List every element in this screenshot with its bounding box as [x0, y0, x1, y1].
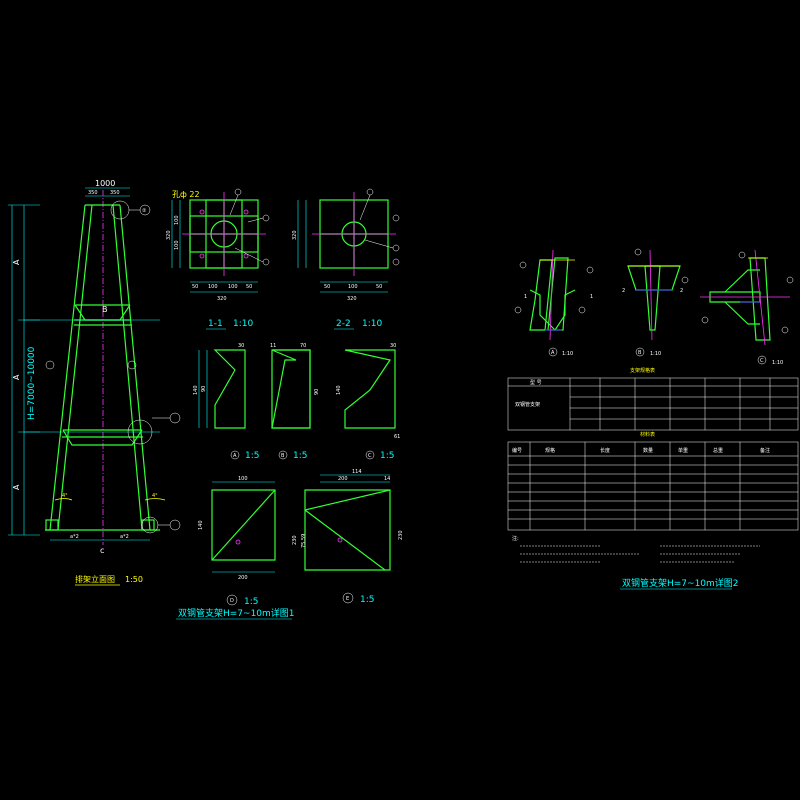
spec-table-title: 支架规格表: [630, 367, 655, 374]
mat-col-0: 编号: [512, 447, 522, 454]
svg-text:230: 230: [292, 535, 298, 545]
svg-text:A: A: [551, 350, 555, 356]
sec1-dim-1: 100: [208, 284, 218, 290]
svg-text:4°: 4°: [62, 493, 68, 499]
svg-text:140: 140: [198, 520, 204, 530]
svg-text:320: 320: [292, 230, 298, 240]
mat-col-1: 规格: [545, 447, 555, 454]
left-sheet-title: 双钢管支架H=7~10m详图1: [178, 607, 295, 619]
spec-table: 支架规格表 型 号 双钢管支架: [507, 367, 799, 431]
spec-table-col0: 型 号: [530, 379, 542, 386]
material-table: 材料表 编号 规格 长度 数量 单重 总重 备注: [507, 431, 799, 531]
sec1-dim-0: 50: [192, 284, 198, 290]
node-a-scale: 1:10: [562, 351, 573, 357]
svg-text:75.59: 75.59: [301, 534, 307, 548]
svg-text:B: B: [281, 453, 285, 459]
svg-text:2: 2: [680, 288, 683, 294]
sec2-dim-1: 100: [348, 284, 358, 290]
svg-text:②: ②: [142, 208, 147, 214]
sec2-dim-0: 50: [324, 284, 330, 290]
svg-text:11: 11: [270, 343, 276, 349]
detail-e-width: 114: [352, 469, 362, 475]
svg-text:90: 90: [314, 389, 320, 395]
svg-text:a*2: a*2: [70, 534, 79, 540]
mat-col-2: 长度: [600, 447, 610, 454]
svg-text:61: 61: [394, 434, 400, 440]
sec1-scale: 1:10: [233, 319, 253, 329]
detail-a-scale: 1:5: [245, 451, 259, 461]
svg-text:140: 140: [336, 385, 342, 395]
svg-text:A: A: [12, 484, 21, 490]
svg-text:30: 30: [390, 343, 396, 349]
svg-text:B: B: [638, 350, 642, 356]
detail-c-scale: 1:5: [380, 451, 394, 461]
detail-b-scale: 1:5: [293, 451, 307, 461]
mat-col-6: 备注: [760, 447, 770, 454]
detail-e-base: 200: [338, 476, 348, 482]
svg-text:A: A: [12, 374, 21, 380]
detail-plates-row1: 140 90 30 A 1:5 11 70 90 B 1:5 30 140 61…: [193, 343, 400, 461]
notes: 注:: [512, 535, 760, 563]
svg-text:D: D: [230, 598, 234, 604]
elevation-view: 1000 350 350 H=7000~10000 A A A a*2: [8, 179, 181, 586]
node-details: 1 1 A 1:10 2 2 B 1:10 C 1:10: [514, 248, 794, 366]
svg-text:14: 14: [384, 476, 390, 482]
svg-text:70: 70: [300, 343, 306, 349]
mat-col-3: 数量: [643, 447, 653, 454]
detail-d-scale: 1:5: [244, 597, 258, 607]
sec2-scale: 1:10: [362, 319, 382, 329]
svg-text:1: 1: [524, 294, 527, 300]
svg-text:140: 140: [193, 385, 199, 395]
svg-text:a*2: a*2: [120, 534, 129, 540]
svg-text:E: E: [346, 596, 349, 602]
sec1-dim-3: 50: [246, 284, 252, 290]
top-width-dim: 1000: [95, 179, 115, 188]
svg-text:A: A: [12, 259, 21, 265]
svg-text:A: A: [233, 453, 237, 459]
sec1-title: 1-1: [208, 319, 223, 329]
detail-d-width: 100: [238, 476, 248, 482]
mat-col-4: 单重: [678, 447, 688, 454]
svg-text:4°: 4°: [152, 493, 158, 499]
svg-text:350: 350: [110, 190, 120, 196]
sec2-title: 2-2: [336, 319, 351, 329]
svg-text:孔ф 22: 孔ф 22: [172, 190, 200, 199]
node-b-scale: 1:10: [650, 351, 661, 357]
spec-table-row-label: 双钢管支架: [515, 401, 540, 408]
mat-col-5: 总重: [713, 447, 723, 454]
detail-plates-row2: 100 200 140 D 1:5 114 200 14 230 75.59 2…: [198, 469, 404, 607]
elevation-scale: 1:50: [125, 575, 143, 584]
sec1-total: 320: [217, 296, 227, 302]
svg-text:2: 2: [622, 288, 625, 294]
svg-text:350: 350: [88, 190, 98, 196]
svg-text:B: B: [102, 305, 108, 314]
section-1-1: 孔ф 22 50 100 100 50 320 320 100 100 1-1 …: [166, 188, 270, 330]
right-sheet-title: 双钢管支架H=7~10m详图2: [622, 577, 739, 589]
svg-text:320: 320: [166, 230, 172, 240]
svg-text:100: 100: [174, 215, 180, 225]
svg-text:C: C: [368, 453, 372, 459]
detail-e-scale: 1:5: [360, 595, 374, 605]
svg-text:1: 1: [590, 294, 593, 300]
svg-text:100: 100: [174, 240, 180, 250]
elevation-title: 排架立面图: [75, 574, 115, 584]
svg-text:c: c: [100, 546, 104, 555]
notes-head: 注:: [512, 535, 519, 542]
sec2-total: 320: [347, 296, 357, 302]
section-2-2: 50 100 50 320 320 2-2 1:10: [292, 188, 400, 330]
svg-text:C: C: [760, 358, 764, 364]
h-range-dim: H=7000~10000: [27, 346, 37, 420]
node-c-scale: 1:10: [772, 360, 783, 366]
material-table-title: 材料表: [640, 431, 655, 438]
detail-d-base: 200: [238, 575, 248, 581]
svg-text:230: 230: [398, 530, 404, 540]
sec1-dim-2: 100: [228, 284, 238, 290]
sec2-dim-2: 50: [376, 284, 382, 290]
svg-text:90: 90: [201, 386, 207, 392]
svg-text:30: 30: [238, 343, 244, 349]
